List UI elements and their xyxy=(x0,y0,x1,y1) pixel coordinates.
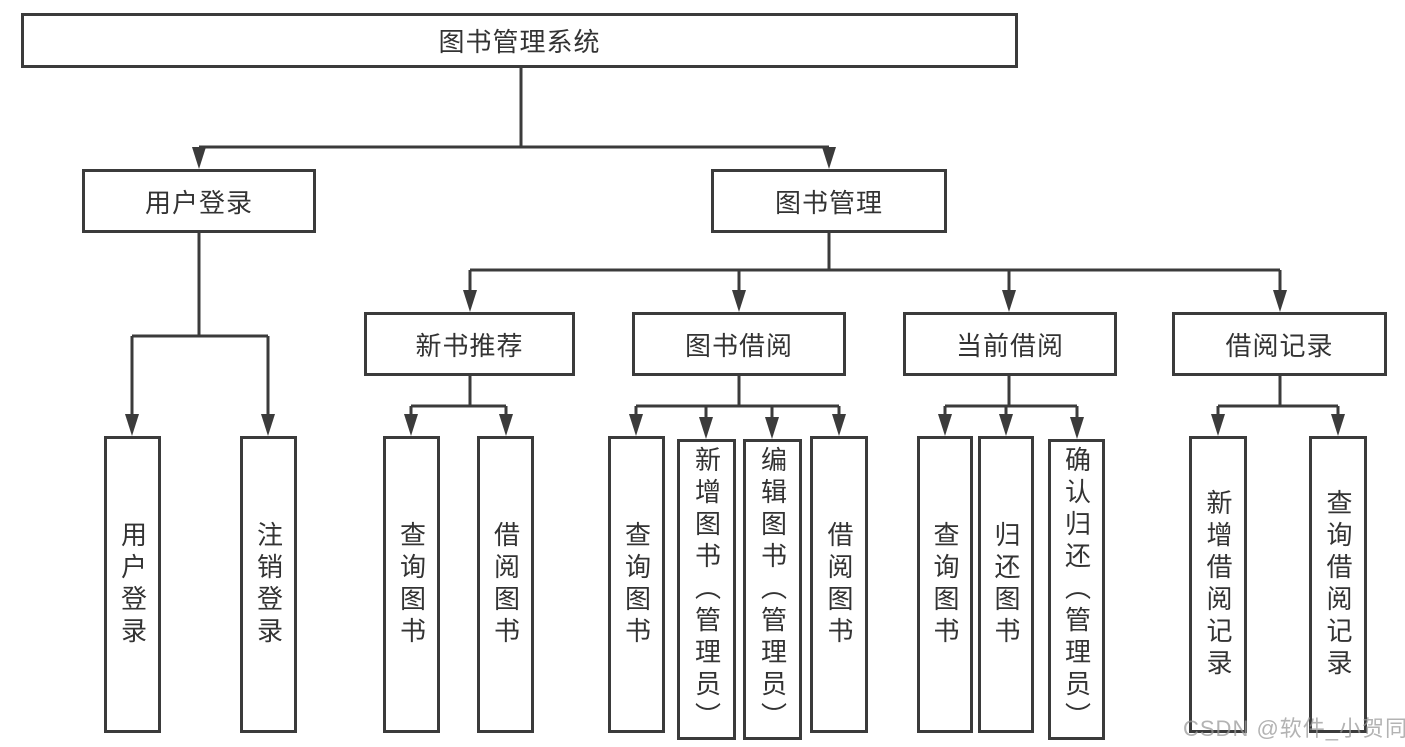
node-user-login: 用户登录 xyxy=(82,169,316,233)
leaf-confirm-return-admin: 确认归还（管理员） xyxy=(1048,439,1105,740)
node-book-borrow: 图书借阅 xyxy=(632,312,846,376)
arrowheads xyxy=(125,147,1345,439)
connector-path xyxy=(130,68,1340,433)
node-new-book-recommend: 新书推荐 xyxy=(364,312,575,376)
leaf-current-query-books-label: 查询图书 xyxy=(930,520,960,649)
node-current-borrow: 当前借阅 xyxy=(903,312,1117,376)
leaf-borrow-query-books: 查询图书 xyxy=(608,436,665,733)
leaf-confirm-return-admin-label: 确认归还（管理员） xyxy=(1061,445,1092,734)
node-book-management: 图书管理 xyxy=(711,169,947,233)
leaf-edit-book-admin-label: 编辑图书（管理员） xyxy=(757,445,788,734)
leaf-return-books: 归还图书 xyxy=(978,436,1034,733)
leaf-borrow-query-books-label: 查询图书 xyxy=(621,520,652,649)
leaf-query-borrow-record: 查询借阅记录 xyxy=(1309,436,1367,733)
leaf-add-borrow-record: 新增借阅记录 xyxy=(1189,436,1247,733)
leaf-rec-borrow-books: 借阅图书 xyxy=(477,436,534,733)
leaf-return-books-label: 归还图书 xyxy=(991,520,1021,649)
leaf-borrow-borrow-books-label: 借阅图书 xyxy=(824,520,854,649)
leaf-user-login: 用户登录 xyxy=(104,436,161,733)
leaf-add-book-admin-label: 新增图书（管理员） xyxy=(691,445,722,734)
watermark: CSDN @软件_小贺同学 xyxy=(1183,716,1405,741)
leaf-query-borrow-record-label: 查询借阅记录 xyxy=(1323,488,1353,681)
leaf-rec-query-books: 查询图书 xyxy=(383,436,440,733)
leaf-add-book-admin: 新增图书（管理员） xyxy=(677,439,736,740)
leaf-edit-book-admin: 编辑图书（管理员） xyxy=(743,439,802,740)
leaf-add-borrow-record-label: 新增借阅记录 xyxy=(1203,488,1233,681)
leaf-rec-borrow-books-label: 借阅图书 xyxy=(490,520,521,649)
node-root: 图书管理系统 xyxy=(21,13,1018,68)
leaf-user-login-label: 用户登录 xyxy=(117,520,148,649)
node-borrow-record: 借阅记录 xyxy=(1172,312,1387,376)
leaf-rec-query-books-label: 查询图书 xyxy=(396,520,427,649)
leaf-logout: 注销登录 xyxy=(240,436,297,733)
leaf-borrow-borrow-books: 借阅图书 xyxy=(810,436,868,733)
leaf-logout-label: 注销登录 xyxy=(253,520,284,649)
leaf-current-query-books: 查询图书 xyxy=(917,436,973,733)
